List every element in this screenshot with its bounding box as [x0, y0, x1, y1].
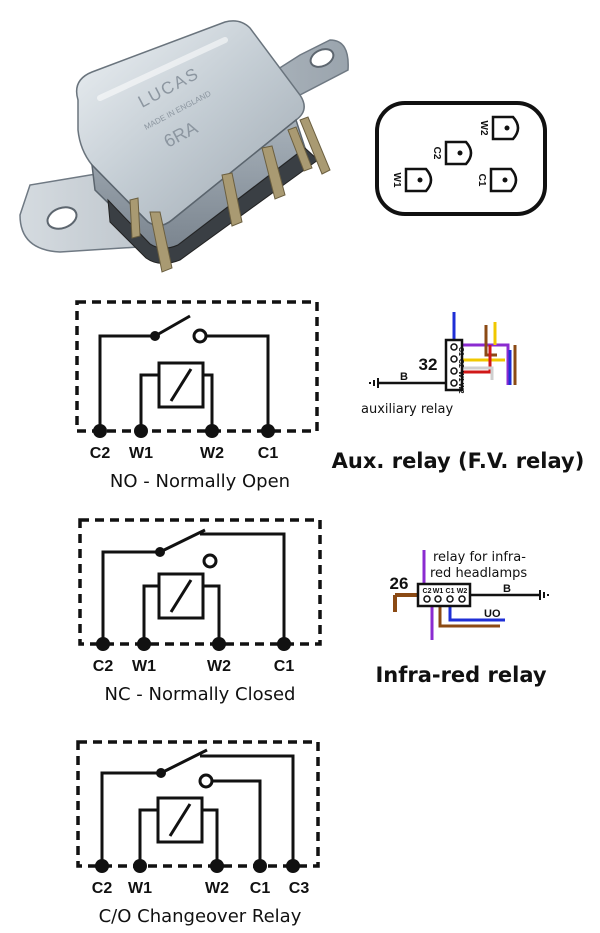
- base-terminal-w2: W2: [478, 115, 520, 141]
- base-terminal-label: W1: [391, 173, 402, 188]
- coil-lead-w1: [139, 373, 159, 431]
- coil-lead-w2: [203, 373, 214, 431]
- switch-lead-c1: [206, 334, 270, 431]
- ir-wire: [393, 593, 418, 612]
- switch-arm: [160, 748, 208, 775]
- aux-pin-label: W1: [457, 371, 464, 382]
- contact-c1: [198, 773, 214, 789]
- terminal-label-c1: C1: [274, 658, 295, 675]
- switch-lead-c3: [200, 754, 295, 866]
- terminal-label-w1: W1: [129, 445, 153, 462]
- terminal-label-w2: W2: [200, 445, 224, 462]
- aux-relay-title: Aux. relay (F.V. relay): [332, 449, 585, 473]
- ir-relay-number: 26: [390, 574, 409, 593]
- relay-wires: [100, 754, 295, 866]
- relay-housing: [75, 300, 319, 433]
- base-terminal-label: W2: [478, 121, 489, 136]
- diagram-normally-closed: C2 W1 W2 C1 NC - Normally Closed: [78, 518, 322, 705]
- coil-lead-w1: [138, 808, 158, 866]
- ir-relay-body: [416, 582, 472, 608]
- relay-housing: [78, 518, 322, 646]
- mounting-hole-right: [309, 48, 335, 68]
- diagram-changeover: C2 W1 W2 C1 C3C/O Changeover Relay: [76, 740, 320, 927]
- terminal-label-c1: C1: [250, 880, 271, 897]
- diagram-normally-open: C2 W1 W2 C1 NO - Normally Open: [75, 300, 319, 492]
- switch-lead-c1: [200, 532, 286, 644]
- ground-symbol: [369, 378, 379, 388]
- terminal-label-w1: W1: [128, 880, 152, 897]
- switch-lead-c2: [100, 771, 161, 866]
- aux-wire: [462, 366, 494, 380]
- relay-wires: [98, 334, 270, 431]
- aux-wire: [462, 345, 492, 374]
- relay-spade-terminals: [129, 116, 331, 273]
- ir-relay-title: Infra-red relay: [375, 663, 546, 687]
- terminal-label-c2: C2: [93, 658, 114, 675]
- ir-caption-line2: red headlamps: [430, 566, 527, 581]
- ground-symbol: [539, 590, 549, 600]
- switch-arm: [159, 528, 206, 554]
- base-terminal-label: C1: [476, 174, 487, 187]
- ir-pin-label: W1: [433, 588, 444, 595]
- aux-pin-label: W2: [457, 383, 464, 394]
- ir-ground-label: B: [503, 583, 511, 595]
- aux-wire: [458, 343, 510, 385]
- switch-lead-c1: [212, 779, 262, 866]
- aux-pin-label: C2: [457, 359, 464, 368]
- base-terminal-c2: C2: [431, 140, 473, 166]
- base-terminal-w1: W1: [391, 167, 433, 193]
- terminal-label-w2: W2: [205, 880, 229, 897]
- relay-wires: [101, 532, 286, 644]
- terminal-label-c2: C2: [90, 445, 111, 462]
- relay-photo: LUCAS MADE IN ENGLAND 6RA: [19, 20, 349, 273]
- diagram-caption: NO - Normally Open: [110, 471, 290, 492]
- switch-arm: [154, 314, 191, 338]
- terminal-label-c2: C2: [92, 880, 113, 897]
- contact-c1: [202, 553, 218, 569]
- mounting-hole-left: [46, 206, 78, 230]
- ir-caption-line1: relay for infra-: [433, 550, 526, 565]
- aux-ground-label: B: [400, 371, 408, 383]
- coil-lead-w2: [203, 584, 221, 644]
- coil-lead-w1: [142, 584, 159, 644]
- switch-lead-c2: [101, 550, 160, 644]
- terminal-label-c3: C3: [289, 880, 310, 897]
- terminal-label-w1: W1: [132, 658, 156, 675]
- terminal-label-c1: C1: [258, 445, 279, 462]
- contact-c1: [192, 328, 208, 344]
- aux-pin-label: C1: [457, 347, 464, 356]
- aux-relay-number: 32: [419, 355, 438, 374]
- ir-wire-label: UO: [484, 608, 501, 620]
- ir-pin-label: C2: [423, 588, 432, 595]
- aux-relay-caption: auxiliary relay: [361, 402, 454, 417]
- diagram-caption: NC - Normally Closed: [105, 684, 296, 705]
- relay-housing: [76, 740, 320, 868]
- aux-relay-body: [444, 338, 464, 392]
- coil-lead-w2: [202, 808, 219, 866]
- relay-can-front: [75, 20, 305, 227]
- ir-wire: [448, 605, 505, 622]
- diagram-caption: C/O Changeover Relay: [99, 906, 302, 927]
- ir-pin-label: W2: [457, 588, 468, 595]
- aux-wire: [484, 325, 497, 357]
- switch-lead-c2: [98, 334, 155, 431]
- base-terminal-label: C2: [431, 147, 442, 160]
- base-terminal-c1: C1: [476, 167, 518, 193]
- terminal-label-w2: W2: [207, 658, 231, 675]
- ir-pin-label: C1: [446, 588, 455, 595]
